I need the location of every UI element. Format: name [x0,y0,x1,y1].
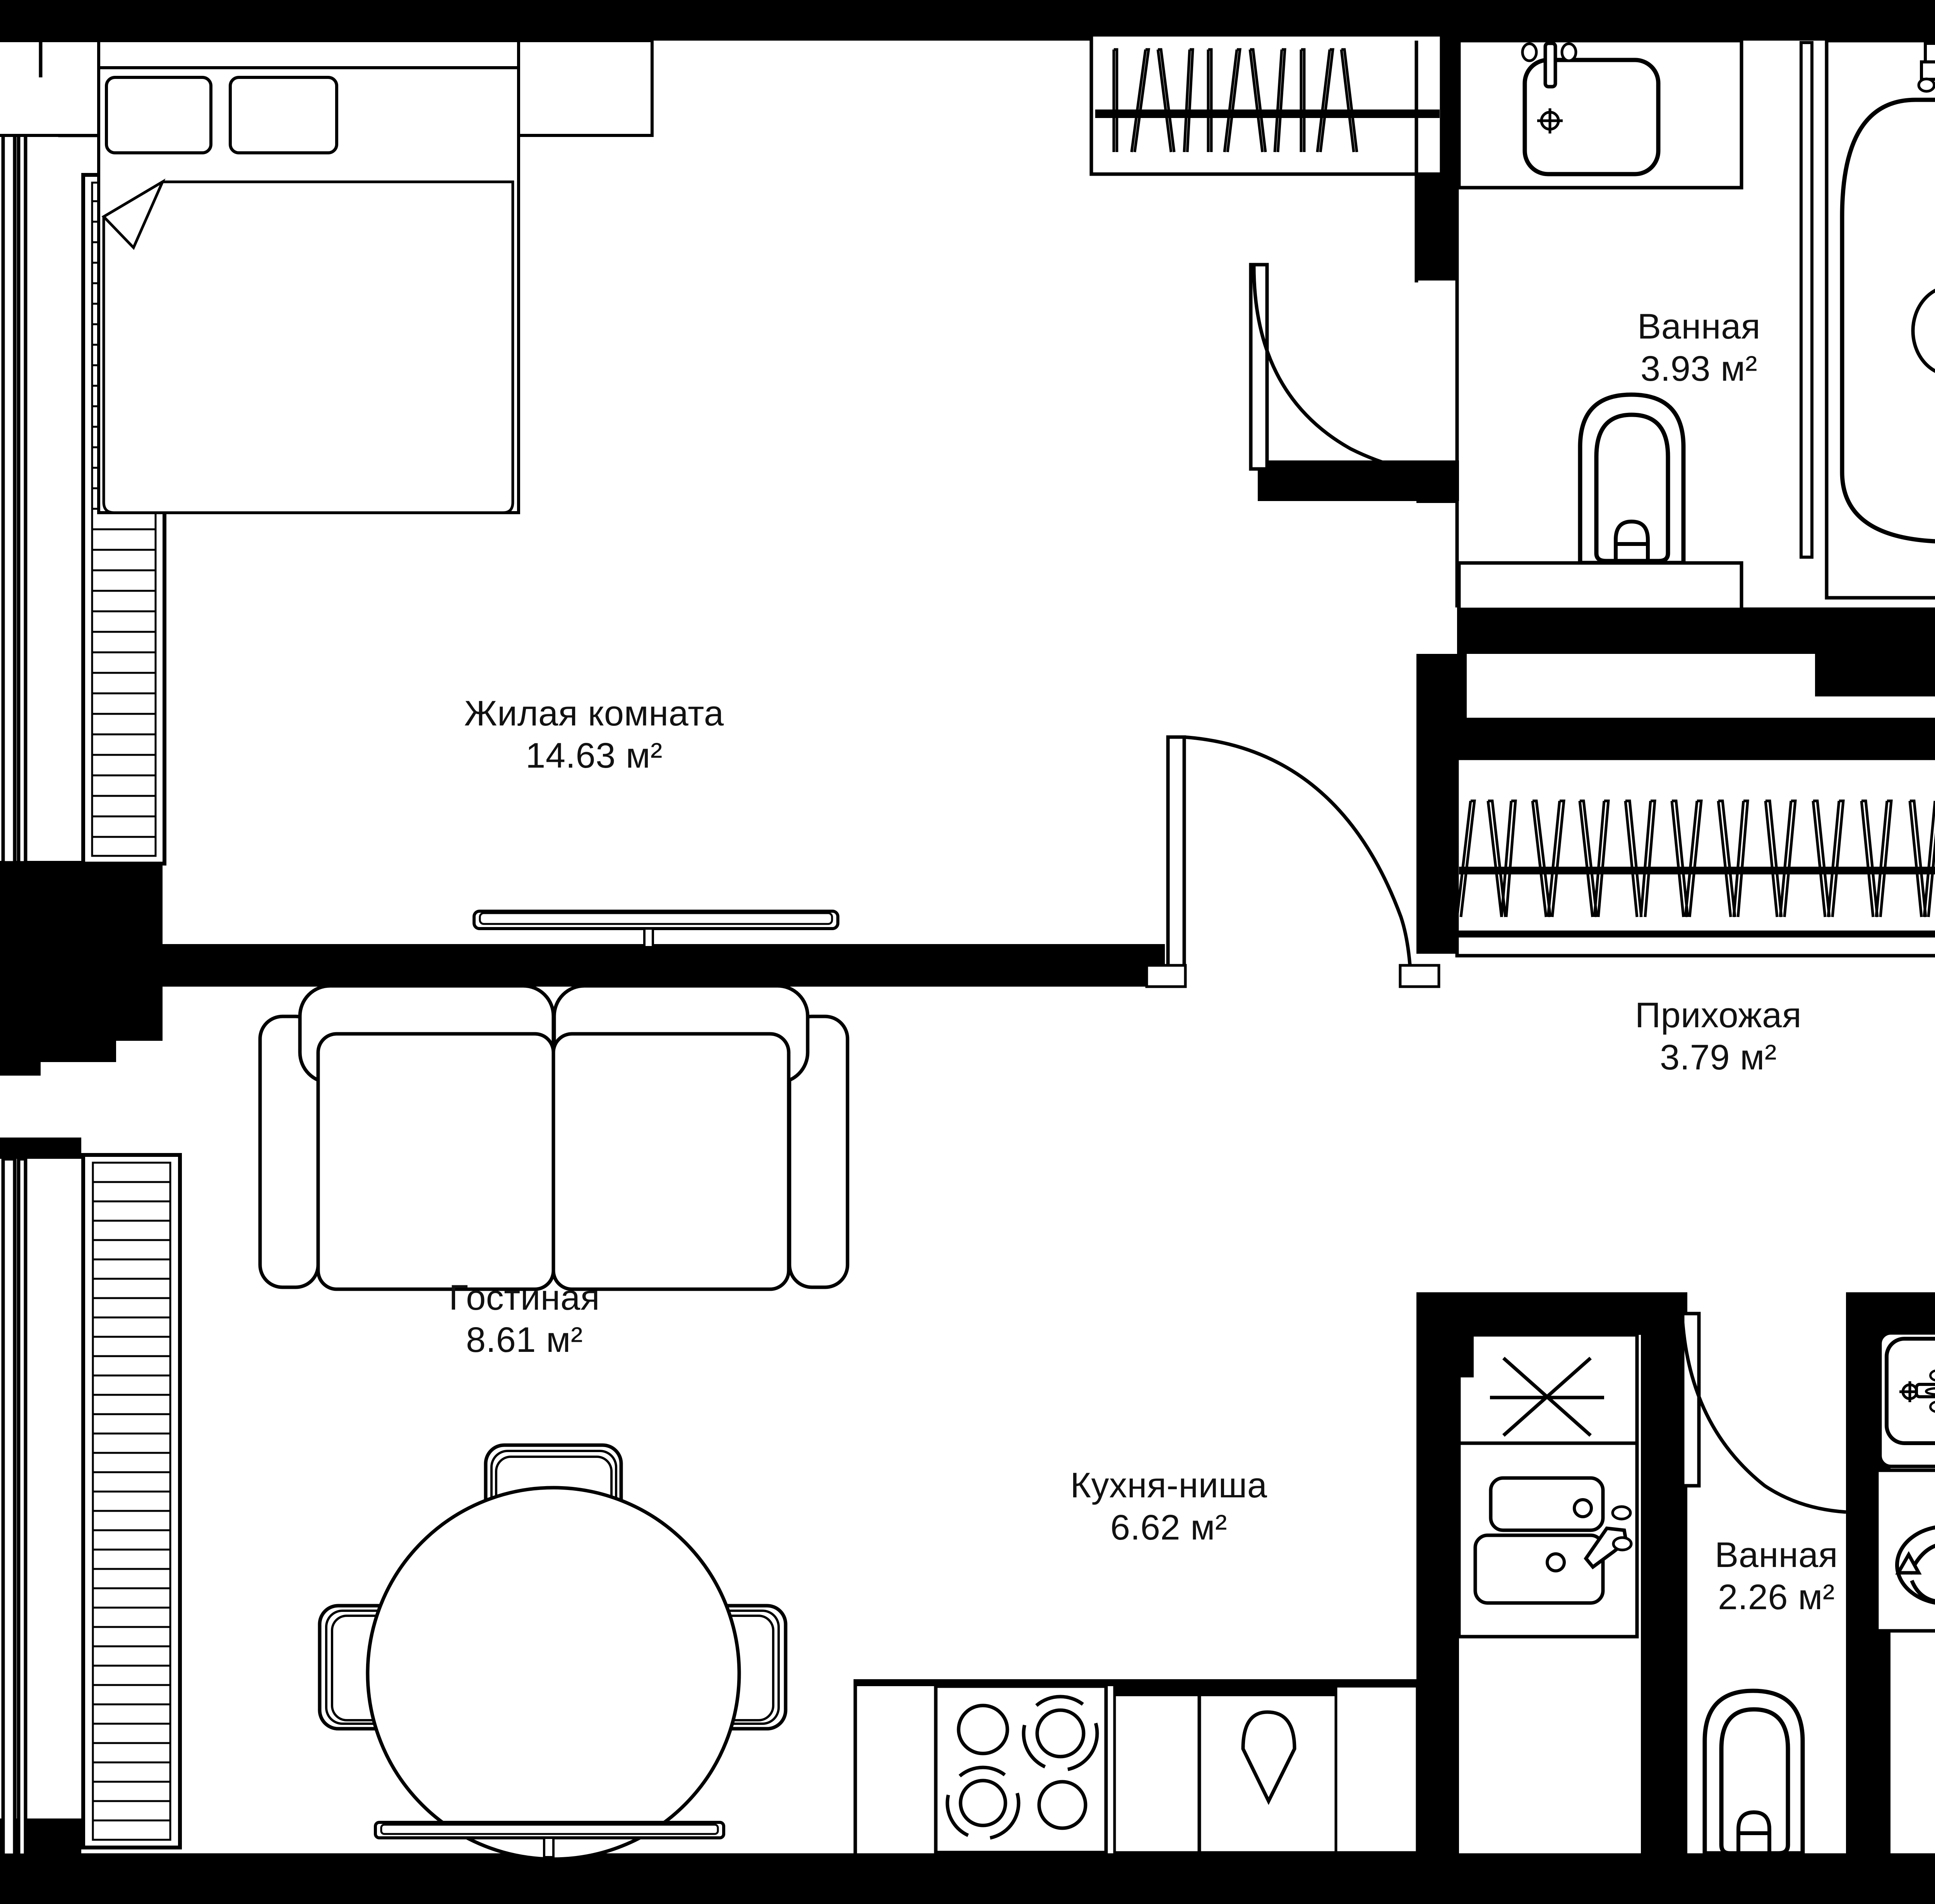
duvet-fold [101,178,166,250]
room-area: 3.93 м² [1640,349,1758,388]
door-living-leaf [1166,735,1186,975]
room-name: Ванная [1637,307,1761,346]
wall-left-midband-d [0,1027,116,1062]
tv-stand-leg [643,927,654,948]
wall-bath-bottom-right [1815,607,1935,696]
bathroom-second-group [1702,1331,1935,1856]
radiator-lower [81,1153,182,1849]
room-area: 3.79 м² [1659,1037,1777,1077]
wall-kitchen-right [1641,1292,1687,1857]
door-bathroom-second [1681,1312,1846,1514]
balcony-glazing-lower [1,1157,17,1857]
room-area: 14.63 м² [526,736,663,775]
room-label-hallway: Прихожая 3.79 м² [1635,994,1801,1078]
wardrobe-hallway-front [1457,931,1935,937]
door-living-jamb-right [1399,964,1440,988]
balcony-glazing-lower-inner [17,1157,27,1857]
room-label-kitchen-niche: Кухня-ниша 6.62 м² [1070,1464,1267,1548]
sofa-seat-left [316,1032,555,1291]
room-name: Гостиная [449,1278,600,1317]
bottom-console-leg [543,1837,555,1858]
kitchen-cabinet-c [1334,1685,1419,1854]
wall-bottom-outer [0,1853,1935,1904]
duvet [102,180,514,514]
dining-table [366,1486,741,1861]
interior-thin-lines [39,41,1459,1853]
room-label-lounge: Гостиная 8.61 м² [449,1277,600,1361]
door-living-room [1145,735,1440,988]
door-bathroom-main-swing [1252,265,1456,477]
kitchen-cabinet-a [1113,1685,1200,1854]
door-bathroom-main-leaf [1249,263,1269,471]
sofa [258,984,849,1291]
wardrobe-bedroom [1089,33,1444,176]
wall-hall-wardrobe-top [1416,718,1935,758]
tv-console [473,910,839,948]
room-label-bathroom-main: Ванная 3.93 м² [1637,306,1760,390]
balcony-glazing-group [1,95,27,1857]
wardrobe-hallway-rail [1459,867,1935,874]
wardrobe-hallway [1455,756,1935,958]
washing-machine [1875,1468,1935,1633]
room-area: 6.62 м² [1110,1507,1227,1547]
wall-kitchen-left [1416,1292,1459,1857]
sofa-seat-right [551,1032,791,1291]
kitchen-sink-drop [1241,1710,1296,1805]
room-name: Ванная [1714,1535,1838,1575]
refrigerator-cross [1490,1357,1604,1437]
vanity-sink-main [1522,58,1661,176]
hanger-group [1112,48,1358,152]
cooktop [934,1684,1108,1854]
double-bed [96,39,520,514]
cooktop-burners [945,1695,1099,1841]
room-name: Жилая комната [464,694,724,733]
wall-top-outer [0,0,1935,41]
room-label-bathroom-second: Ванная 2.26 м² [1715,1534,1838,1618]
bathtub [1800,39,1935,600]
door-living-swing [1184,735,1413,975]
toilet-second [1702,1688,1805,1856]
shower-spray [1911,289,1935,373]
kitchen-double-sink [1457,1441,1639,1639]
room-name: Кухня-ниша [1070,1466,1267,1505]
vanity-faucet [1543,41,1557,89]
balcony-glazing-upper-inner [17,95,27,865]
refrigerator-handle [1459,1335,1474,1377]
wall-left-jamb-lower [0,1138,81,1159]
door-living-jamb-left [1145,964,1187,988]
balcony-glazing-upper [1,95,17,865]
toilet-main [1578,392,1686,566]
wardrobe-rail [1095,109,1440,118]
pillow-right [229,76,338,154]
door-bathroom-main [1249,263,1456,477]
door-bath2-swing-b [1681,1322,1846,1514]
kitchen-cabinet-a-top [1115,1686,1199,1696]
kitchen-group [855,1333,1639,1854]
tub-mixer [1920,60,1935,81]
bath-niche-shelf [1457,561,1743,611]
hanger-group-hallway [1456,799,1935,917]
wall-bath-jamb [1416,460,1457,503]
wall-partition-bedroom-lounge-dup [81,944,1165,987]
kitchen-cabinet-b-top [1200,1686,1336,1696]
pillow-left [105,76,212,154]
wall-bath2-top [1846,1292,1935,1335]
dining-set [318,1443,788,1861]
room-name: Прихожая [1635,996,1802,1035]
room-area: 8.61 м² [466,1320,583,1360]
nightstand-right-box [517,39,654,137]
nightstand-left-wide [0,39,100,137]
room-area: 2.26 м² [1718,1577,1835,1617]
vanity-drain [1537,108,1563,133]
tub-screen [1800,41,1813,559]
room-label-living-bedroom: Жилая комната 14.63 м² [464,693,724,777]
washbasin-second [1878,1331,1935,1468]
bathroom-main-group [1457,39,1935,611]
